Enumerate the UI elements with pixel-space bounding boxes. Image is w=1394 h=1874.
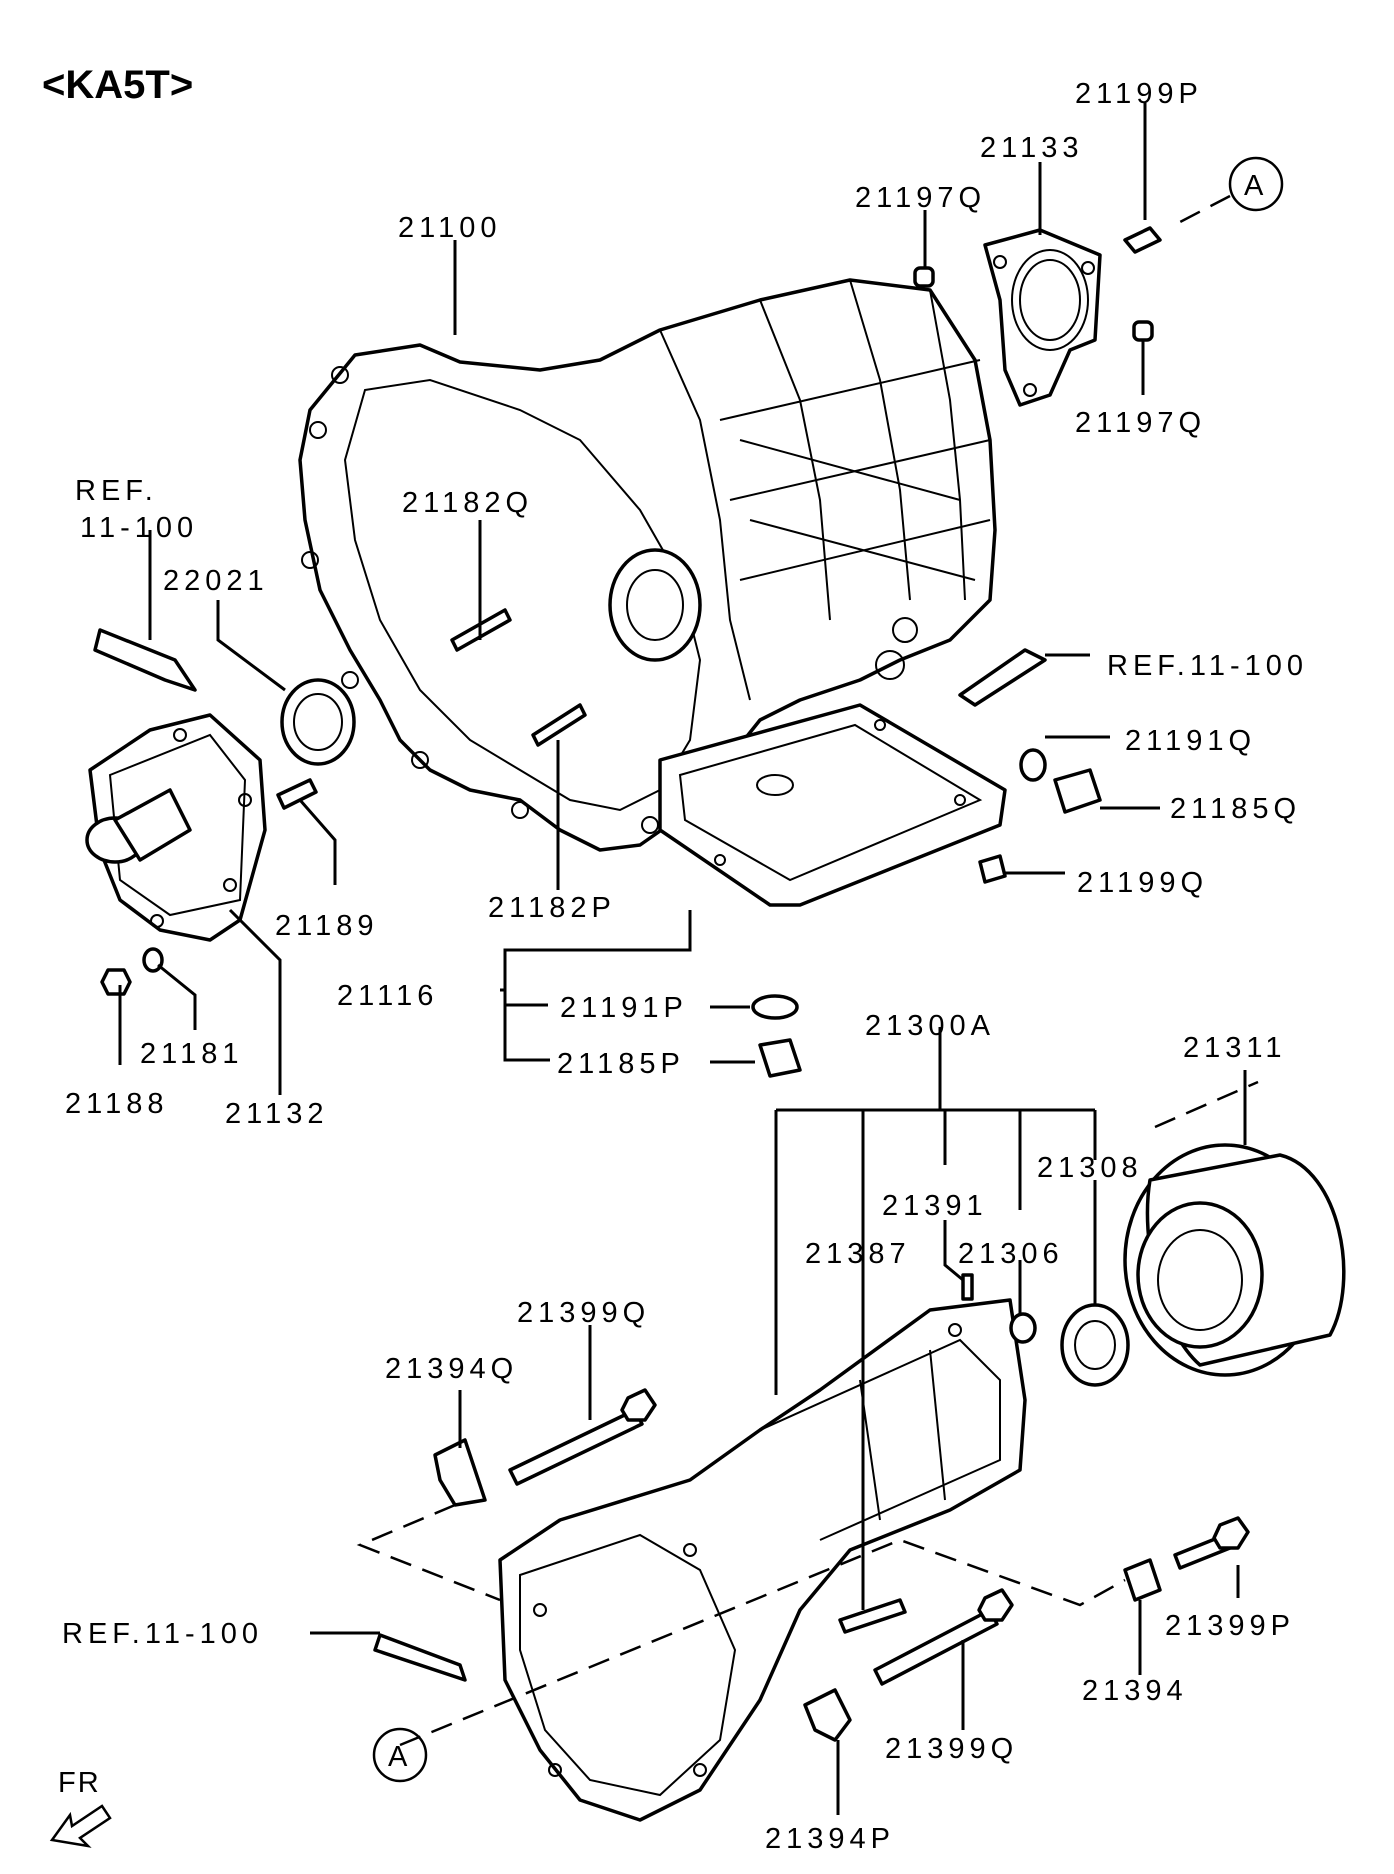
label-21189: 21189 [275,910,379,942]
ref-tube-left [93,628,197,692]
label-21185Q: 21185Q [1170,793,1301,825]
oil-pan-21116 [658,703,1007,907]
label-ref-left-line2: 11-100 [80,512,198,544]
dowel-21197Q-bottom [1132,320,1154,342]
pin-21391 [961,1273,974,1301]
label-ref-left-line1: REF. [75,475,158,507]
bracket-21394P [803,1688,852,1742]
label-ref-right: REF.11-100 [1107,650,1308,682]
plug-21185Q [1053,768,1102,814]
label-21199P-top: 21199P [1075,78,1203,110]
label-21387: 21387 [805,1238,911,1270]
label-21308: 21308 [1037,1152,1143,1184]
label-21191Q: 21191Q [1125,725,1256,757]
callout-a-bottom: A [372,1727,428,1783]
callout-a-top: A [1228,156,1284,212]
label-21311: 21311 [1183,1032,1287,1064]
diagram-title: <KA5T> [42,63,193,107]
stud-21387 [838,1598,907,1634]
label-21197Q-top: 21197Q [855,182,986,214]
label-21306: 21306 [958,1238,1064,1270]
plug-21199Q [978,854,1007,884]
label-ref-bottom: REF.11-100 [62,1618,263,1650]
seal-21308 [1060,1303,1130,1387]
transmission-case-21100 [298,278,997,852]
extension-housing-21300A [498,1298,1027,1822]
label-21191P: 21191P [560,992,688,1024]
oil-seal-22021 [280,678,356,766]
dowel-21197Q-top [913,266,935,288]
label-21182Q: 21182Q [402,487,533,519]
adapter-plate-21133 [983,228,1102,407]
ref-tube-bottom [373,1633,467,1682]
nut-21188 [100,968,132,996]
rear-drum-21311 [1123,1143,1346,1377]
bolt-21199P-top [1123,226,1162,254]
washer-21191Q [1019,748,1047,782]
label-21182P: 21182P [488,892,616,924]
label-21399Q-lower: 21399Q [885,1733,1018,1765]
label-21197Q-bottom: 21197Q [1075,407,1206,439]
bracket-21394Q [433,1438,487,1507]
front-direction-indicator: FR [49,1767,112,1848]
label-21391: 21391 [882,1190,988,1222]
label-21300A: 21300A [865,1010,995,1042]
ref-tube-right [958,648,1047,707]
label-21188: 21188 [65,1088,169,1120]
bolt-21399Q-upper [508,1408,644,1486]
spring-21181 [142,947,164,973]
label-21116: 21116 [337,980,438,1012]
label-21399Q-upper: 21399Q [517,1297,650,1329]
washer-21191P [751,994,799,1020]
plug-21306 [1009,1312,1037,1344]
label-21394P: 21394P [765,1823,895,1855]
clip-21189 [276,778,318,810]
front-arrow-icon [49,1804,112,1848]
label-21199Q-mid: 21199Q [1077,867,1208,899]
front-cover-21132 [85,713,267,942]
label-21133: 21133 [980,132,1084,164]
bracket-21394 [1123,1558,1162,1602]
plug-21185P [758,1038,802,1078]
label-21132: 21132 [225,1098,329,1130]
svg-text:A: A [1244,170,1264,202]
label-21399P-bottom: 21399P [1165,1610,1295,1642]
label-22021: 22021 [163,565,269,597]
label-21100: 21100 [398,212,502,244]
bolt-21399Q-lower [873,1608,999,1686]
svg-text:FR: FR [58,1767,101,1799]
label-21394: 21394 [1082,1675,1188,1707]
label-21394Q: 21394Q [385,1353,518,1385]
label-21185P: 21185P [557,1048,685,1080]
label-21181: 21181 [140,1038,244,1070]
svg-text:A: A [388,1741,408,1773]
